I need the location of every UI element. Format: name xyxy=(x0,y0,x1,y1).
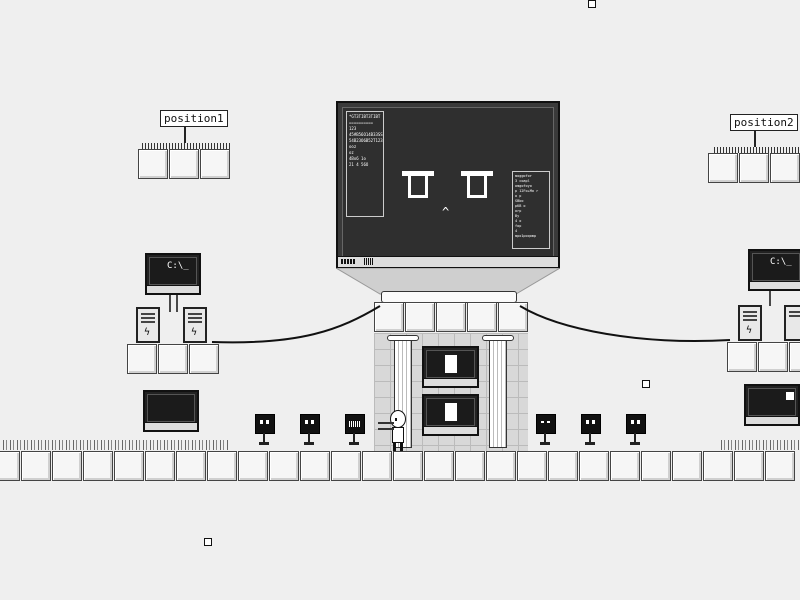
log-line: orp xyxy=(515,209,522,213)
sign-post xyxy=(184,127,186,143)
temple-tile xyxy=(467,302,497,332)
sign-label: position2 xyxy=(734,116,794,129)
log-line: omgofoyo xyxy=(515,184,532,188)
platform-tile xyxy=(127,344,157,374)
temple-monitor xyxy=(422,394,479,436)
grass-strip xyxy=(0,440,230,450)
power-icon: ϟ xyxy=(746,325,753,336)
platform-tile xyxy=(138,149,168,179)
sign-post xyxy=(754,131,756,147)
log-panel-left: *GT3TIBT3TIBT ========== 123 45#B56O14B3… xyxy=(346,111,384,217)
temple-column xyxy=(489,340,507,448)
player-tool xyxy=(378,422,394,430)
terminal-prompt: C:\_ xyxy=(167,261,189,271)
log-line: fop xyxy=(515,224,522,228)
platform-tile xyxy=(158,344,188,374)
spike-row xyxy=(712,147,800,153)
sign-position1: position1 xyxy=(160,110,228,127)
face-eye-left xyxy=(402,171,434,199)
main-display: *GT3TIBT3TIBT ========== 123 45#B56O14B3… xyxy=(336,101,560,269)
log-line: mpo1poqomp xyxy=(515,234,537,238)
npc-robot[interactable] xyxy=(581,414,601,445)
player-character[interactable] xyxy=(378,410,410,452)
floating-marker xyxy=(642,380,650,388)
waveform-icon xyxy=(349,421,361,427)
platform-tile xyxy=(169,149,199,179)
log-line: ========== xyxy=(349,120,374,125)
log-line: *GT3TIBT3TIBT xyxy=(349,114,381,119)
platform-tile xyxy=(739,153,769,183)
main-display-statusbar xyxy=(338,256,558,267)
log-line: 4 o xyxy=(515,219,522,223)
temple-tile xyxy=(405,302,435,332)
log-line: 4 xyxy=(515,229,518,233)
log-line: 4Bo6 1o xyxy=(349,156,366,161)
log-line: By xyxy=(515,214,520,218)
npc-robot[interactable] xyxy=(536,414,556,445)
robot-icon xyxy=(445,403,457,421)
platform-tile xyxy=(200,149,230,179)
terminal-monitor xyxy=(744,384,800,426)
log-line: 45#B56O14B33SS xyxy=(349,132,383,137)
log-line: ooz xyxy=(349,144,357,149)
floating-marker xyxy=(204,538,212,546)
terminal-monitor: C:\_ xyxy=(748,249,800,291)
temple-tile xyxy=(436,302,466,332)
terminal-monitor xyxy=(143,390,199,432)
npc-robot[interactable] xyxy=(626,414,646,445)
sign-label: position1 xyxy=(164,112,224,125)
temple-monitor xyxy=(422,346,479,388)
log-line: moggofor xyxy=(515,174,532,178)
waveform-icon xyxy=(364,258,374,265)
log-line: 123 xyxy=(349,126,357,131)
npc-speaker[interactable] xyxy=(345,414,365,445)
robot-icon xyxy=(445,355,457,373)
log-line: oz xyxy=(349,150,354,155)
computer-tower xyxy=(784,305,800,341)
terminal-monitor: C:\_ xyxy=(145,253,201,295)
computer-tower: ϟ xyxy=(183,307,207,343)
log-line: SBbo xyxy=(515,199,524,203)
platform-tile xyxy=(758,342,788,372)
terminal-prompt: C:\_ xyxy=(770,257,792,267)
power-icon: ϟ xyxy=(144,327,151,338)
face-eye-right xyxy=(461,171,493,199)
spike-row xyxy=(140,143,230,149)
log-line: 3 coapl xyxy=(515,179,530,183)
platform-tile xyxy=(789,342,800,372)
power-icon: ϟ xyxy=(191,327,198,338)
npc-robot[interactable] xyxy=(255,414,275,445)
platform-tile xyxy=(708,153,738,183)
log-line: o p xyxy=(515,194,522,198)
main-display-screen xyxy=(342,107,554,257)
computer-tower: ϟ xyxy=(738,305,762,341)
face-mouth: ^ xyxy=(442,205,450,219)
ground-floor xyxy=(0,451,800,483)
npc-robot[interactable] xyxy=(300,414,320,445)
computer-tower: ϟ xyxy=(136,307,160,343)
floating-marker xyxy=(588,0,596,8)
platform-tile xyxy=(727,342,757,372)
log-line: p 12Fo+Mo r xyxy=(515,189,539,193)
log-line: 21 4 56O xyxy=(349,162,369,167)
player-body xyxy=(392,427,404,443)
grass-strip xyxy=(718,440,800,450)
sign-position2: position2 xyxy=(730,114,798,131)
log-line: pKB o xyxy=(515,204,526,208)
log-line: 54B23O6B52T1234 xyxy=(349,138,384,143)
platform-tile xyxy=(189,344,219,374)
log-panel-right: moggofor 3 coapl omgofoyo p 12Fo+Mo r o … xyxy=(512,171,550,249)
